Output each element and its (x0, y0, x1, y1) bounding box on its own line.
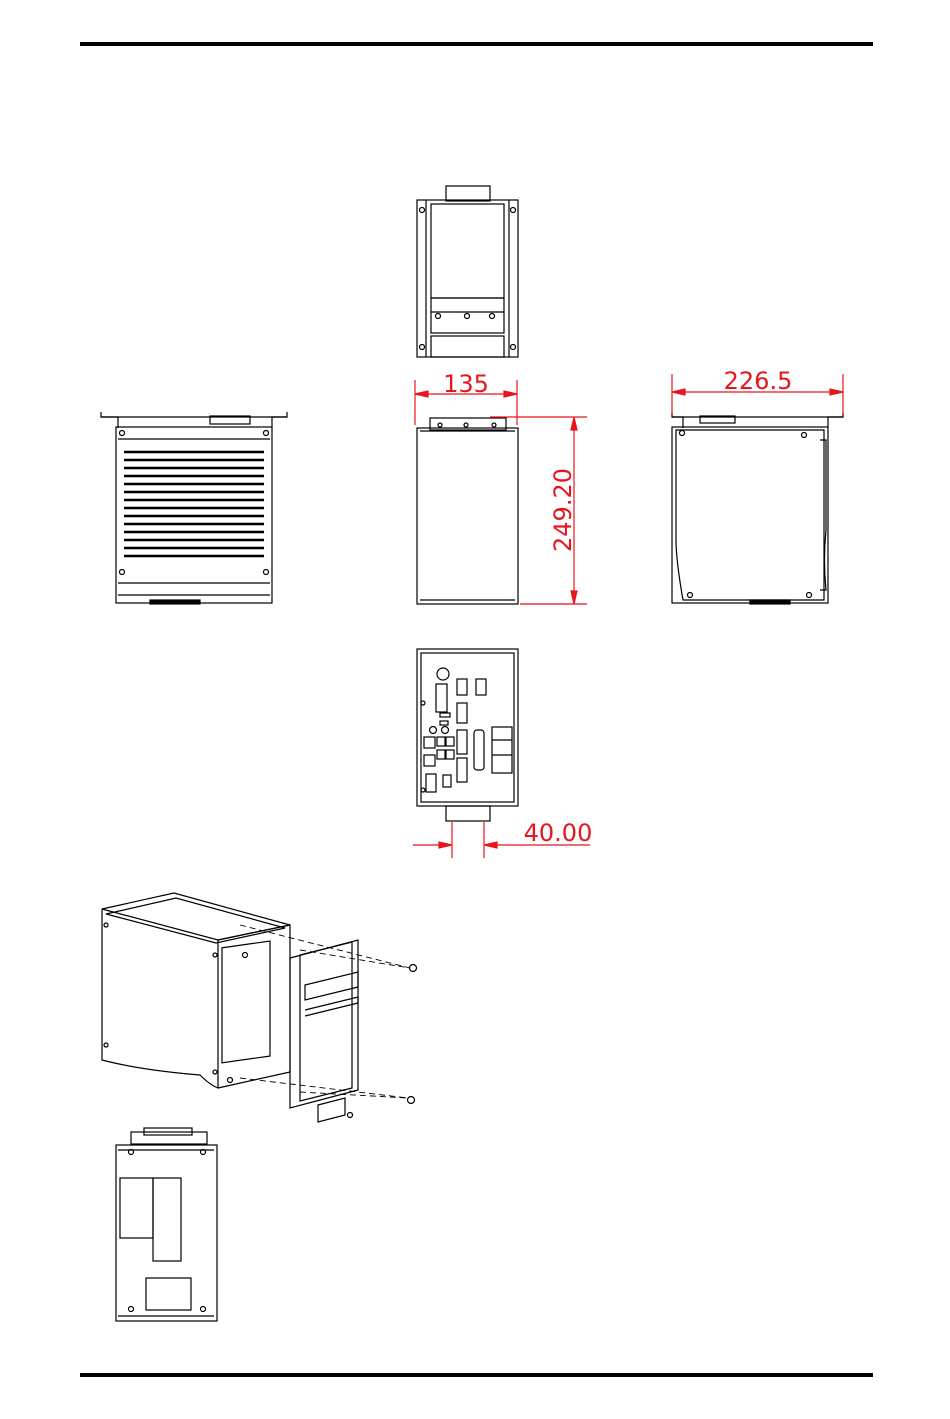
dimension-height-label: 249.20 (549, 468, 577, 552)
top-view (417, 186, 518, 357)
wall-mount-isometric-view (102, 893, 417, 1122)
dimension-depth-label: 226.5 (724, 367, 793, 395)
side-view-heatsink (101, 412, 287, 604)
front-view (417, 418, 518, 604)
back-view-with-bracket (116, 1128, 217, 1321)
dimension-bracket-width-label: 40.00 (524, 819, 593, 847)
dimension-width-label: 135 (443, 370, 489, 398)
rear-io-panel-view (417, 649, 518, 821)
side-view-right (672, 412, 843, 604)
